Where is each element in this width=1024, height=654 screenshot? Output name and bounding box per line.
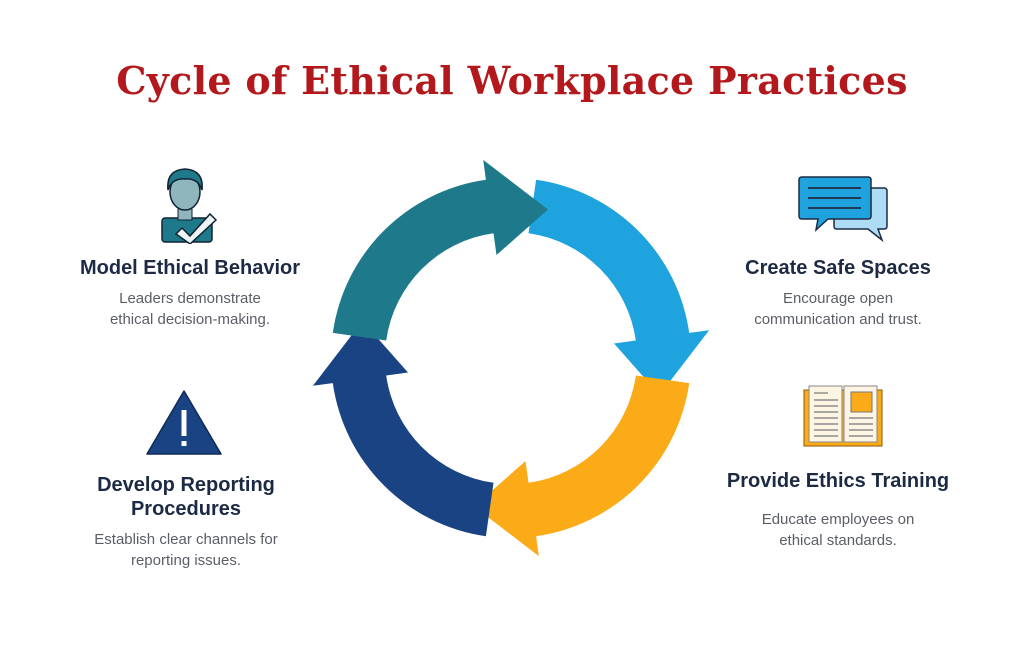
title-line: Procedures [130, 498, 242, 520]
warning-icon [146, 390, 222, 455]
arrow-reporting-arrow [312, 321, 494, 537]
arrow-training-arrow [474, 375, 690, 557]
step-description: Establish clear channels for reporting i… [36, 529, 336, 571]
open-book-icon [803, 385, 883, 447]
step-description: Educate employees on ethical standards. [688, 509, 988, 551]
page-title: Cycle of Ethical Workplace Practices [116, 58, 908, 103]
desc-line: communication and trust. [754, 311, 922, 328]
arrow-safe-spaces-arrow [528, 179, 710, 395]
step-description: Encourage open communication and trust. [688, 288, 988, 330]
step-description: Leaders demonstrate ethical decision-mak… [40, 288, 340, 330]
desc-line: reporting issues. [130, 552, 242, 569]
step-title: Model Ethical Behavior [79, 257, 301, 279]
step-create-safe-spaces: Create Safe Spaces Encourage open commun… [688, 256, 988, 330]
step-model-ethical-behavior: Model Ethical Behavior Leaders demonstra… [40, 256, 340, 330]
speech-bubbles-icon [798, 176, 888, 243]
step-title: Create Safe Spaces [745, 257, 931, 279]
step-title: Develop Reporting Procedures [36, 473, 336, 521]
desc-line: Leaders demonstrate [119, 290, 261, 307]
desc-line: Encourage open [782, 290, 894, 307]
step-title: Provide Ethics Training [726, 470, 950, 492]
step-provide-ethics-training: Provide Ethics Training Educate employee… [688, 469, 988, 551]
arrow-model-arrow [332, 159, 548, 341]
desc-line: Educate employees on [761, 511, 915, 528]
step-develop-reporting-procedures: Develop Reporting Procedures Establish c… [36, 473, 336, 571]
desc-line: ethical decision-making. [109, 311, 271, 328]
desc-line: Establish clear channels for [94, 531, 278, 548]
person-check-icon [161, 168, 218, 244]
desc-line: ethical standards. [779, 532, 897, 549]
title-line: Develop Reporting [97, 474, 275, 496]
